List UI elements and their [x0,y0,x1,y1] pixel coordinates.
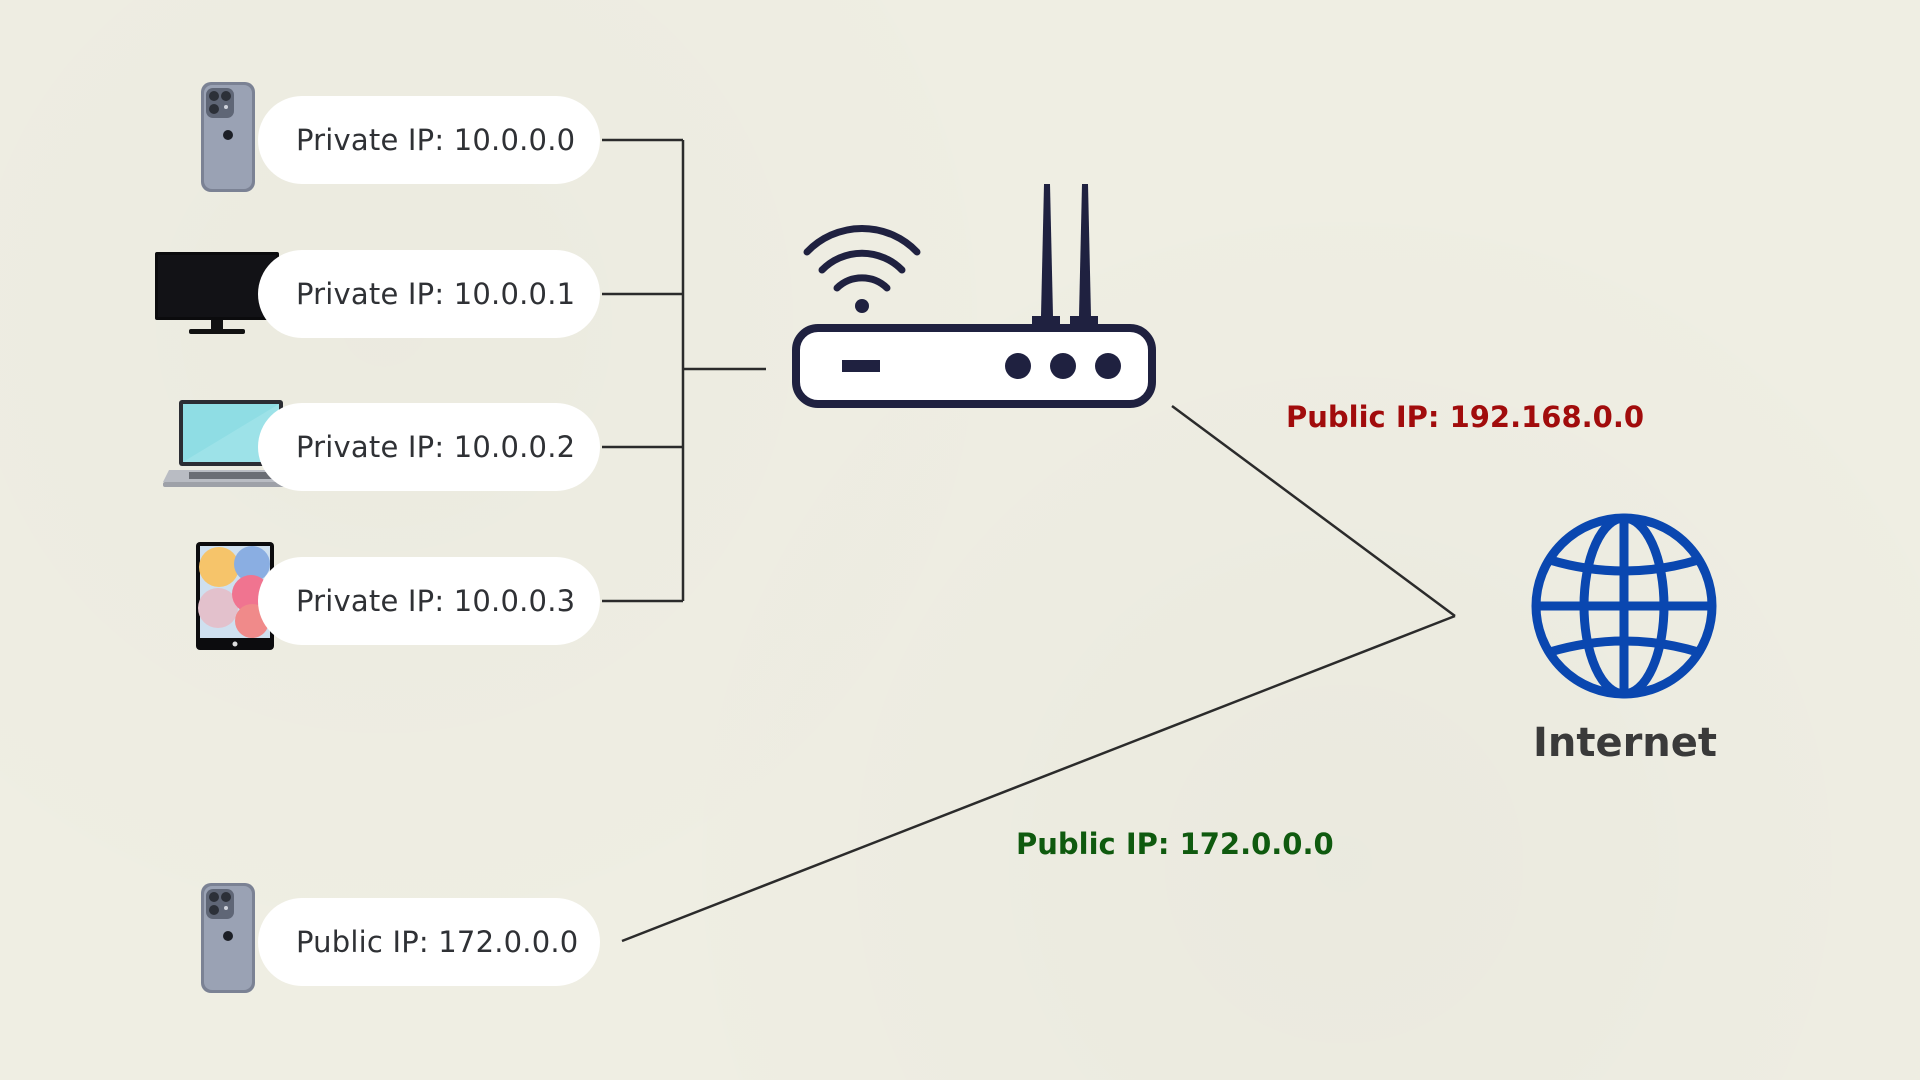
private-ip-label: Private IP: 10.0.0.0 [296,123,576,157]
monitor-icon [155,252,279,336]
smartphone-icon [198,881,258,995]
public-ip-label: Public IP: 172.0.0.0 [296,925,579,959]
internet-label: Internet [1532,720,1718,766]
phone-public-ip-label: Public IP: 172.0.0.0 [1016,827,1334,861]
private-ip-label: Private IP: 10.0.0.1 [296,277,576,311]
device-ip-pill-1: Private IP: 10.0.0.0 [258,96,600,184]
standalone-ip-pill: Public IP: 172.0.0.0 [258,898,600,986]
wire-phone-internet [621,614,1456,943]
device-ip-pill-2: Private IP: 10.0.0.1 [258,250,600,338]
router-public-ip-label: Public IP: 192.168.0.0 [1286,400,1645,434]
globe-icon [1528,510,1720,702]
private-ip-label: Private IP: 10.0.0.3 [296,584,576,618]
device-ip-pill-4: Private IP: 10.0.0.3 [258,557,600,645]
device-ip-pill-3: Private IP: 10.0.0.2 [258,403,600,491]
laptop-icon [163,400,299,490]
wire-router-internet [1171,404,1456,618]
smartphone-icon [198,80,258,194]
private-ip-label: Private IP: 10.0.0.2 [296,430,576,464]
wifi-icon [803,225,921,313]
router-icon [790,180,1170,412]
